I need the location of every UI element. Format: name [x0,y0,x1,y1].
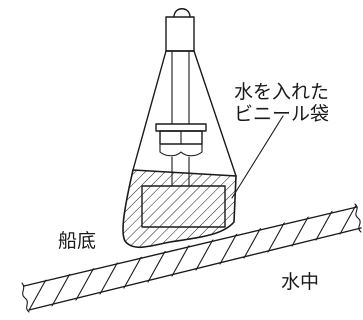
hull-bottom-label: 船底 [58,230,96,252]
water-bag [122,169,237,249]
bag-label-line1: 水を入れた [234,81,329,103]
probe-rod [165,8,195,125]
bag-label-line2: ビニール袋 [234,103,329,125]
underwater-label: 水中 [281,271,319,293]
cone-cover [132,50,237,177]
bag-leader-line [231,115,284,199]
right-break-line [354,203,362,233]
left-break-line [21,282,30,313]
nut-fitting [155,123,207,173]
